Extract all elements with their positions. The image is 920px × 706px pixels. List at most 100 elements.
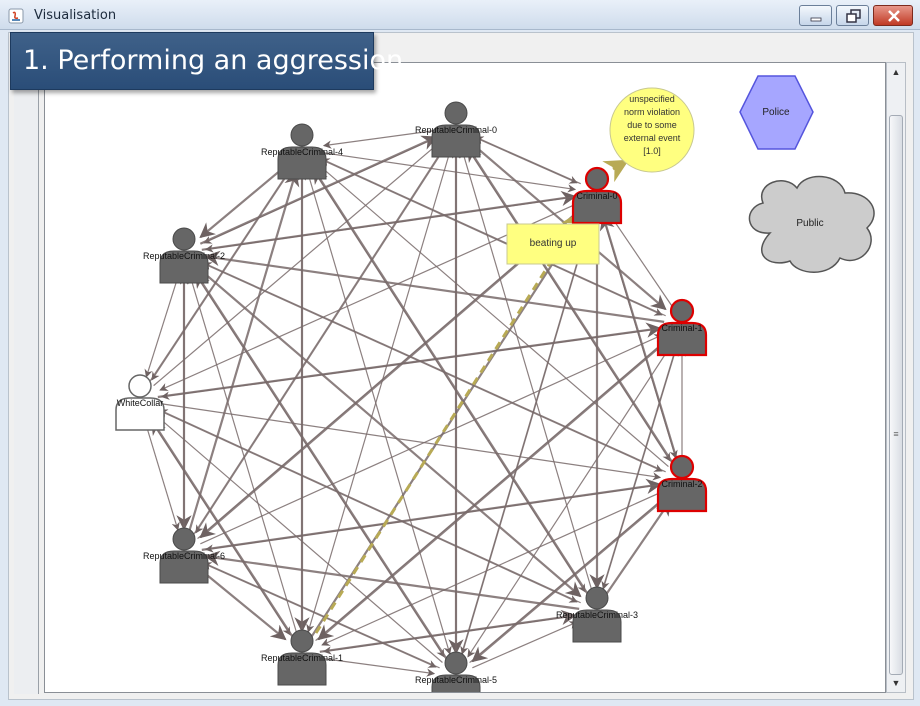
police-label: Police	[762, 107, 790, 118]
graph-edge	[196, 266, 582, 598]
graph-edge	[149, 168, 291, 382]
graph-edge	[310, 211, 587, 638]
window-titlebar: Visualisation	[0, 0, 920, 30]
graph-edge	[203, 262, 666, 473]
graph-edge	[319, 657, 436, 677]
node-layer: ReputableCriminal-0ReputableCriminal-4Re…	[115, 101, 708, 693]
graph-edge	[159, 409, 581, 604]
graph-edge	[322, 129, 439, 149]
graph-edge	[153, 142, 440, 387]
left-panel	[14, 62, 39, 694]
graph-edge	[318, 157, 663, 316]
graph-edge	[467, 343, 673, 658]
graph-edge	[460, 149, 593, 592]
restore-icon	[846, 9, 861, 23]
graph-edge	[472, 621, 578, 669]
restore-button[interactable]	[836, 5, 869, 26]
agent-label: WhiteCollar	[117, 398, 164, 408]
graph-edge	[200, 561, 437, 668]
minimize-icon	[810, 17, 822, 22]
agent-label: ReputableCriminal-2	[143, 251, 225, 261]
graph-edge	[144, 273, 180, 378]
graph-edge	[306, 147, 452, 633]
graph-edge	[204, 550, 580, 610]
graph-edge	[195, 145, 447, 534]
vertical-scrollbar[interactable]: ▲ ≡ ▼	[886, 62, 906, 693]
graph-edge	[203, 562, 440, 669]
graph-edge	[193, 146, 445, 535]
graph-edge	[601, 213, 678, 459]
graph-edge	[317, 338, 670, 641]
banner-title: 1. Performing an aggression	[23, 45, 404, 76]
violation-line: [1.0]	[643, 146, 661, 156]
graph-edge	[204, 483, 665, 553]
slide-banner: 1. Performing an aggression	[10, 32, 403, 90]
agent-node-rc4[interactable]: ReputableCriminal-4	[261, 123, 343, 180]
agent-node-c1[interactable]: Criminal-1	[656, 298, 708, 357]
agent-label: Criminal-2	[661, 479, 702, 489]
graph-edge	[155, 415, 443, 663]
graph-edge	[150, 418, 294, 638]
graph-edge	[199, 135, 438, 245]
graph-edge	[460, 213, 593, 655]
graph-edge	[156, 408, 578, 603]
scrollbar-thumb[interactable]: ≡	[889, 115, 903, 675]
graph-edge	[601, 345, 678, 590]
agent-node-rc3[interactable]: ReputableCriminal-3	[556, 586, 638, 643]
graph-edge	[322, 614, 580, 655]
agent-node-rc0[interactable]: ReputableCriminal-0	[415, 101, 497, 158]
police-node[interactable]: Police	[739, 75, 814, 150]
graph-edge	[204, 195, 580, 253]
violation-line: unspecified	[629, 94, 675, 104]
scroll-up-arrow-icon[interactable]: ▲	[891, 67, 901, 77]
public-node[interactable]: Public	[748, 175, 875, 273]
graph-edge	[306, 169, 452, 655]
agent-label: ReputableCriminal-0	[415, 125, 497, 135]
agent-label: ReputableCriminal-6	[143, 551, 225, 561]
graph-edge	[321, 158, 666, 317]
network-graph: ReputableCriminal-0ReputableCriminal-4Re…	[115, 75, 875, 693]
edge-layer	[144, 129, 687, 677]
agent-node-c0[interactable]: Criminal-0	[571, 166, 623, 225]
close-icon	[888, 10, 900, 22]
graph-edge	[194, 271, 448, 660]
agent-label: ReputableCriminal-3	[556, 610, 638, 620]
graph-edge	[196, 566, 287, 641]
graph-edge	[204, 250, 665, 323]
agent-node-rc2[interactable]: ReputableCriminal-2	[143, 227, 225, 284]
scroll-down-arrow-icon[interactable]: ▼	[891, 678, 901, 688]
java-app-icon	[8, 8, 24, 24]
graph-edge	[319, 151, 577, 193]
graph-edge	[144, 420, 180, 531]
agent-node-rc5[interactable]: ReputableCriminal-5	[415, 651, 497, 693]
violation-line: norm violation	[624, 107, 680, 117]
grip-icon: ≡	[893, 429, 899, 439]
agent-label: ReputableCriminal-4	[261, 147, 343, 157]
action-note[interactable]: beating up	[506, 223, 600, 265]
graph-edge	[472, 135, 578, 184]
agent-label: Criminal-1	[661, 323, 702, 333]
graph-edge	[200, 261, 663, 472]
graph-edge	[187, 170, 300, 533]
graph-edge	[608, 212, 673, 307]
graph-edge	[317, 164, 669, 467]
graph-edge	[199, 162, 290, 239]
graph-edge	[466, 145, 674, 464]
graph-edge	[160, 327, 665, 400]
agent-node-wc[interactable]: WhiteCollar	[115, 374, 165, 431]
action-note-label: beating up	[530, 238, 577, 249]
agent-label: ReputableCriminal-5	[415, 675, 497, 685]
violation-line: due to some	[627, 120, 677, 130]
close-button[interactable]	[873, 5, 913, 26]
agent-node-c2[interactable]: Criminal-2	[656, 454, 708, 513]
agent-node-rc1[interactable]: ReputableCriminal-1	[261, 629, 343, 686]
violation-line: external event	[624, 133, 681, 143]
public-label: Public	[796, 218, 823, 229]
violation-node[interactable]: unspecified norm violation due to some e…	[609, 87, 695, 173]
window-title: Visualisation	[34, 8, 117, 23]
graph-edge	[151, 167, 293, 381]
agent-node-rc6[interactable]: ReputableCriminal-6	[143, 527, 225, 584]
graph-edge	[605, 499, 671, 595]
minimize-button[interactable]	[799, 5, 832, 26]
